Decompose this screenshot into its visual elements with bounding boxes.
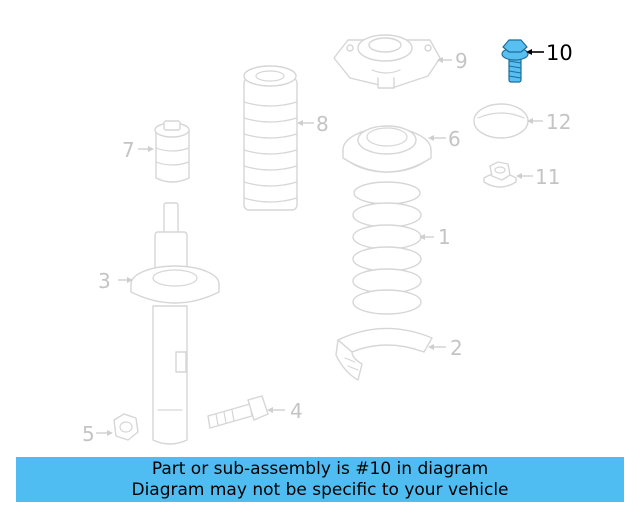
part-3-strut (130, 202, 220, 445)
callout-5-label: 5 (82, 422, 95, 446)
callout-3-label: 3 (98, 269, 111, 293)
banner-line-disclaimer: Diagram may not be specific to your vehi… (131, 480, 509, 500)
callout-7: 7 (122, 138, 154, 162)
callout-3: 3 (98, 269, 133, 293)
diagram-notice-banner: Part or sub-assembly is #10 in diagram D… (16, 457, 624, 502)
callout-10-label: 10 (546, 41, 573, 65)
part-1-coil-spring (352, 181, 422, 315)
callout-12-label: 12 (546, 110, 571, 134)
callout-1-label: 1 (438, 225, 451, 249)
part-12-cap (473, 103, 529, 139)
part-11-flange-nut (483, 161, 517, 188)
callout-7-label: 7 (122, 138, 135, 162)
part-4-bolt (207, 395, 269, 429)
callout-2: 2 (428, 336, 463, 360)
callout-11-label: 11 (535, 165, 560, 189)
callout-8-label: 8 (316, 112, 329, 136)
part-5-nut (113, 413, 139, 441)
callout-6-label: 6 (448, 127, 461, 151)
callout-2-label: 2 (450, 336, 463, 360)
callout-6: 6 (428, 127, 461, 151)
callout-11: 11 (516, 165, 560, 189)
part-6-upper-spring-seat (342, 125, 432, 173)
part-7-bump-stop (154, 120, 190, 183)
part-9-strut-mount (333, 34, 441, 89)
callout-8: 8 (297, 112, 329, 136)
callout-4: 4 (267, 399, 303, 423)
callout-10: 10 (526, 41, 573, 65)
callout-9-label: 9 (455, 49, 468, 73)
callout-12: 12 (527, 110, 571, 134)
part-10-bolt-highlighted (501, 39, 529, 83)
part-8-dust-boot (243, 65, 298, 211)
part-2-lower-insulator (335, 327, 433, 381)
callout-4-label: 4 (290, 399, 303, 423)
callout-1: 1 (419, 225, 451, 249)
banner-line-part-number: Part or sub-assembly is #10 in diagram (151, 459, 489, 479)
callout-5: 5 (82, 422, 113, 446)
callout-9: 9 (437, 49, 468, 73)
